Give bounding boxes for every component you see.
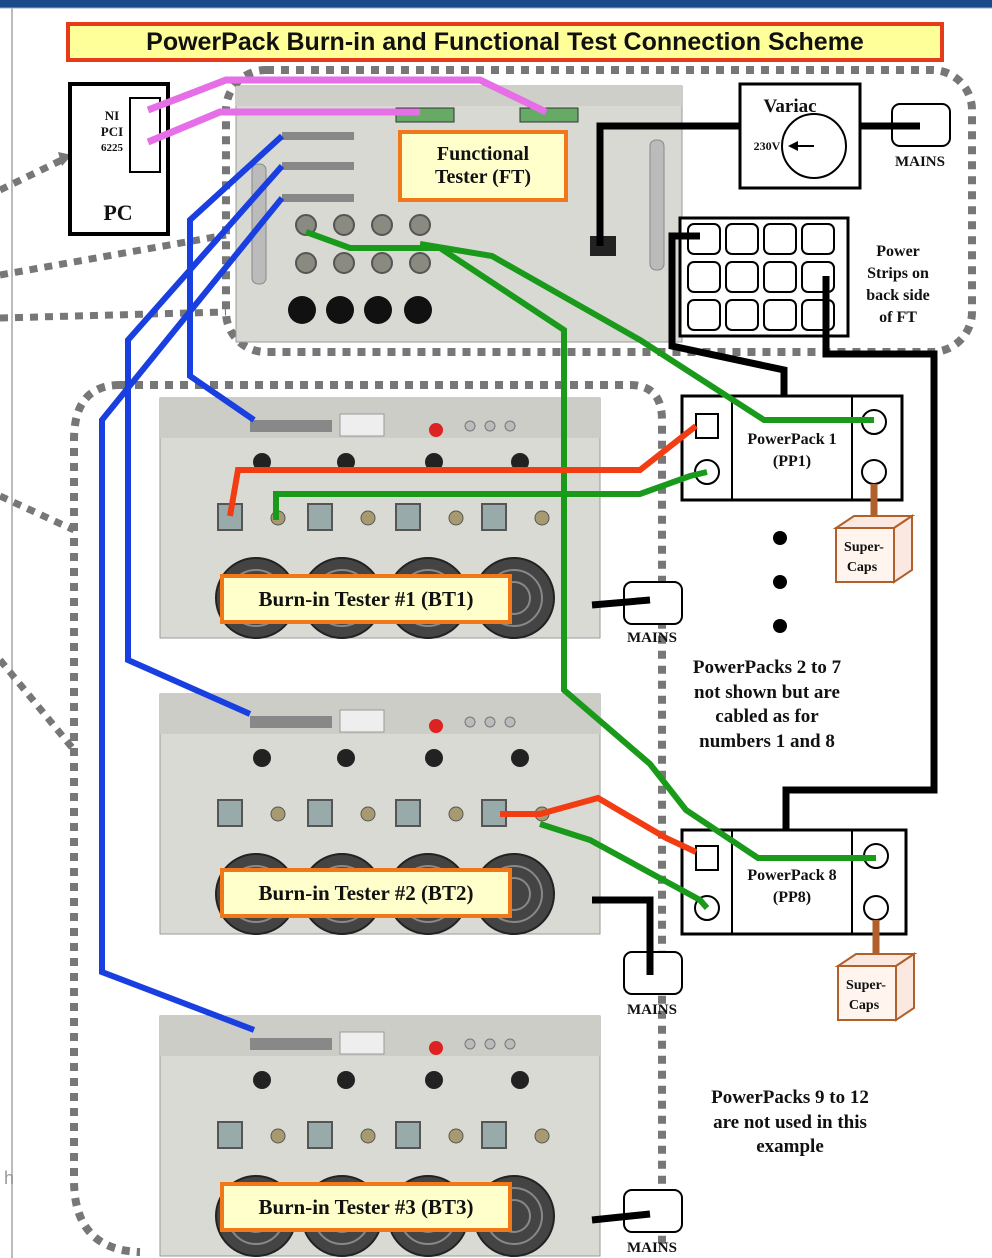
supercaps8-label-2: Caps: [849, 998, 880, 1013]
pc-card-ni: NI: [105, 108, 119, 123]
top-banner-bar: [0, 0, 992, 8]
ellipsis-dot-2: [773, 575, 787, 589]
power-strips-line-2: Strips on: [867, 265, 929, 282]
variac-label: Variac: [763, 96, 816, 117]
pointer-line-pc: [0, 158, 66, 190]
ellipsis-dot-1: [773, 531, 787, 545]
supercaps8-label-1: Super-: [846, 978, 886, 993]
mains-socket-bt3: [624, 1190, 682, 1232]
powerpack8-label-2: (PP8): [773, 889, 811, 906]
note-bottom-line-2: are not used in this: [680, 1111, 900, 1136]
note-bottom: PowerPacks 9 to 12 are not used in this …: [680, 1086, 900, 1160]
ft-dsub-connector-2: [520, 108, 578, 122]
note-bottom-line-3: example: [680, 1135, 900, 1160]
power-strips-line-1: Power: [876, 243, 920, 260]
note-middle-line-3: cabled as for: [662, 705, 872, 730]
note-middle-line-2: not shown but are: [662, 681, 872, 706]
note-middle-line-4: numbers 1 and 8: [662, 730, 872, 755]
mains-label-variac: MAINS: [895, 154, 945, 170]
variac-voltage: 230V: [754, 139, 781, 153]
functional-tester-line-2: Tester (FT): [435, 166, 531, 189]
powerpack8-label-1: PowerPack 8: [747, 867, 836, 884]
functional-tester-line-1: Functional: [437, 143, 529, 166]
note-middle-line-1: PowerPacks 2 to 7: [662, 656, 872, 681]
diagram-title-text: PowerPack Burn-in and Functional Test Co…: [146, 28, 864, 57]
bt3-label: Burn-in Tester #3 (BT3): [220, 1182, 512, 1232]
ellipsis-dot-3: [773, 619, 787, 633]
functional-tester-label: Functional Tester (FT): [398, 130, 568, 202]
mains-label-bt3: MAINS: [627, 1240, 677, 1256]
power-strips-line-3: back side: [866, 287, 930, 304]
power-strips-line-4: of FT: [879, 309, 917, 326]
powerpack1-label-2: (PP1): [773, 453, 811, 470]
bt1-label: Burn-in Tester #1 (BT1): [220, 574, 512, 624]
powerpack1-label-1: PowerPack 1: [747, 431, 836, 448]
note-bottom-line-1: PowerPacks 9 to 12: [680, 1086, 900, 1111]
pc-card-pci: PCI: [101, 124, 123, 139]
mains-label-bt1: MAINS: [627, 630, 677, 646]
powerpack1-box: [682, 396, 902, 500]
pc-card-model: 6225: [101, 142, 124, 154]
mains-label-bt2: MAINS: [627, 1002, 677, 1018]
footer-fragment: h: [4, 1168, 14, 1188]
pc-label: PC: [103, 200, 132, 225]
bt2-label: Burn-in Tester #2 (BT2): [220, 868, 512, 918]
supercaps1-label-1: Super-: [844, 540, 884, 555]
note-middle: PowerPacks 2 to 7 not shown but are cabl…: [662, 656, 872, 755]
supercaps1-label-2: Caps: [847, 560, 878, 575]
diagram-title: PowerPack Burn-in and Functional Test Co…: [66, 22, 944, 62]
